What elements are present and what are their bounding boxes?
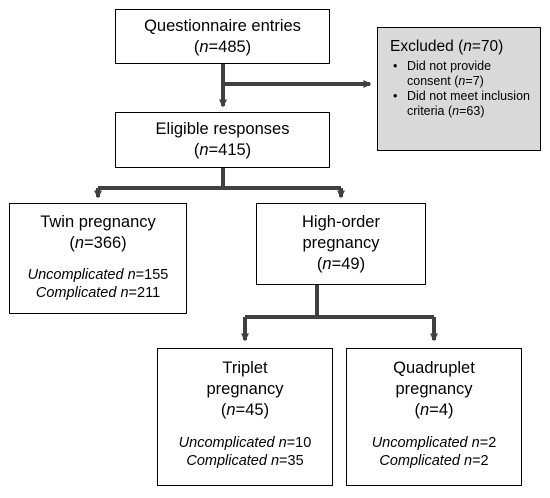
twin-uncomplicated-n: 155 xyxy=(144,267,169,283)
triplet-uncomplicated-n: 10 xyxy=(295,435,312,451)
twin-n: 366 xyxy=(93,234,122,252)
twin-uncomplicated-label: Uncomplicated xyxy=(27,267,124,283)
triplet-complicated-n: 35 xyxy=(287,453,304,469)
high-order-n: 49 xyxy=(341,255,360,273)
triplet-pregnancy-box: Triplet pregnancy (n=45) Uncomplicated n… xyxy=(157,348,333,486)
twin-pregnancy-box: Twin pregnancy (n=366) Uncomplicated n=1… xyxy=(9,203,187,314)
excluded-reasons-list: Did not provide consent (n=7) Did not me… xyxy=(390,59,532,119)
twin-complicated-n: 211 xyxy=(137,285,161,301)
quadruplet-complicated-label: Complicated xyxy=(379,453,460,469)
high-order-pregnancy-box: High-order pregnancy (n=49) xyxy=(256,203,426,285)
quadruplet-n: 4 xyxy=(438,401,448,419)
questionnaire-entries-box: Questionnaire entries (n=485) xyxy=(115,9,330,64)
questionnaire-n: 485 xyxy=(218,38,246,56)
quadruplet-title-line2: pregnancy xyxy=(395,380,473,398)
eligible-n: 415 xyxy=(218,141,246,159)
high-order-title-line2: pregnancy xyxy=(302,234,380,252)
triplet-complicated-label: Complicated xyxy=(186,453,267,469)
excluded-reason-criteria: Did not meet inclusion criteria (n=63) xyxy=(393,89,532,119)
triplet-n: 45 xyxy=(245,401,264,419)
quadruplet-complicated-n: 2 xyxy=(480,453,489,469)
excluded-title: Excluded ( xyxy=(390,38,464,55)
excluded-box: Excluded (n=70) Did not provide consent … xyxy=(377,27,541,151)
eligible-responses-box: Eligible responses (n=415) xyxy=(115,112,330,168)
triplet-uncomplicated-label: Uncomplicated xyxy=(178,435,275,451)
twin-complicated-label: Complicated xyxy=(35,285,117,301)
quadruplet-pregnancy-box: Quadruplet pregnancy (n=4) Uncomplicated… xyxy=(346,348,522,486)
excluded-n: 70 xyxy=(480,38,499,55)
questionnaire-title: Questionnaire entries xyxy=(144,17,301,35)
quadruplet-title-line1: Quadruplet xyxy=(393,359,475,377)
excluded-reason-consent: Did not provide consent (n=7) xyxy=(393,59,532,89)
quadruplet-uncomplicated-n: 2 xyxy=(488,435,497,451)
triplet-title-line1: Triplet xyxy=(222,359,268,377)
twin-title: Twin pregnancy xyxy=(40,213,156,231)
triplet-title-line2: pregnancy xyxy=(206,380,284,398)
quadruplet-uncomplicated-label: Uncomplicated xyxy=(371,435,468,451)
high-order-title-line1: High-order xyxy=(302,213,380,231)
eligible-title: Eligible responses xyxy=(155,120,290,138)
